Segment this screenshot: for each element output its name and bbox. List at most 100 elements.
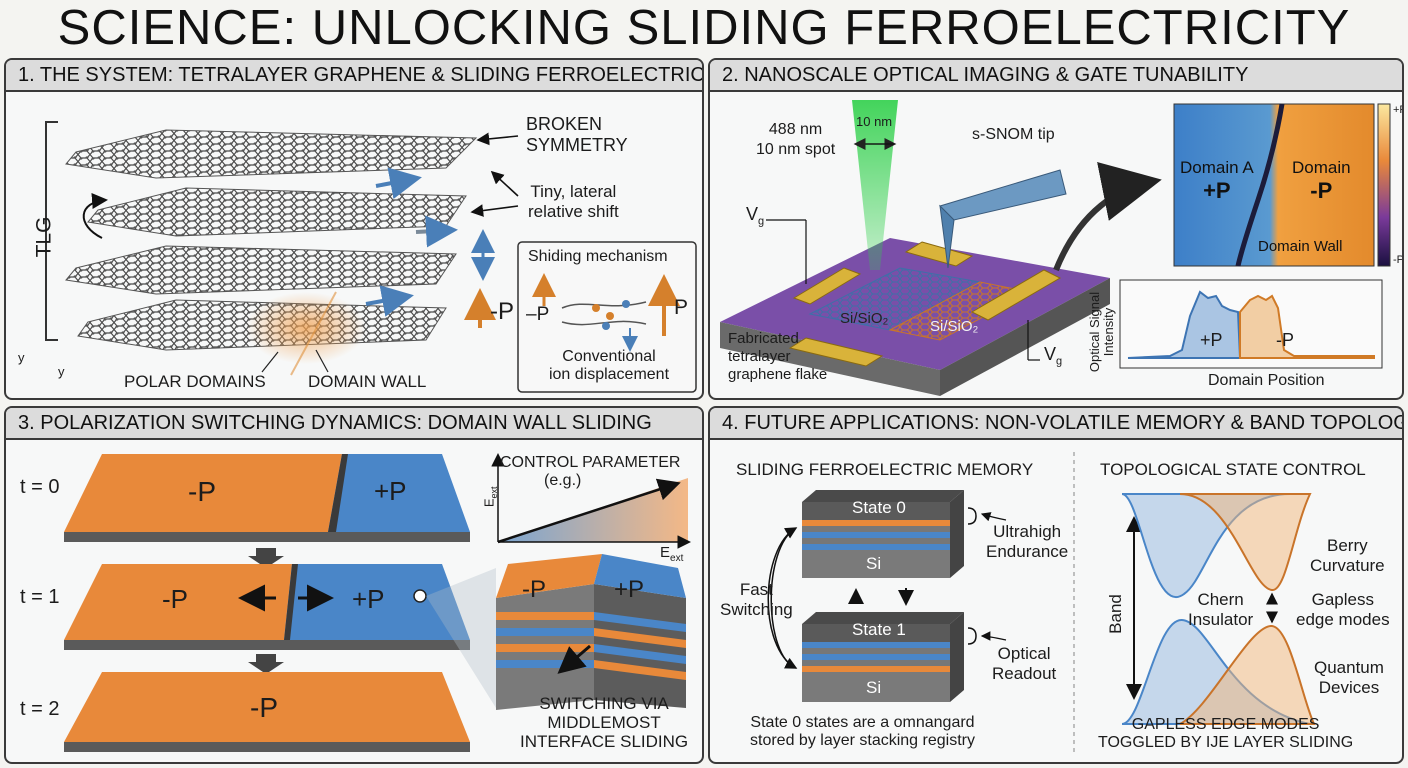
shift-arrow [415,215,458,248]
electrode [970,269,1062,321]
substrate-front [720,322,940,396]
signal-curve-minus [1239,294,1375,359]
t1-plus-label: +P [352,584,385,614]
domain-wall-map-label: Domain Wall [1258,238,1343,255]
colorbar-top-label: +P [1393,104,1402,116]
signal-plus-label: +P [1200,330,1223,350]
shift-arrow [365,285,414,317]
si-label-top: Si [866,554,882,573]
polar-domains-label: POLAR DOMAINS [124,372,266,391]
domain-wall-glow [246,292,366,364]
slab-t2 [64,672,470,742]
memory-stack-state1 [802,612,964,702]
memory-title: SLIDING FERROELECTRIC MEMORY [736,460,1034,479]
main-title: SCIENCE: UNLOCKING SLIDING FERROELECTRIC… [57,1,1351,55]
snom-tip-cantilever [939,169,1067,221]
panel-imaging: 2. NANOSCALE OPTICAL IMAGING & GATE TUNA… [708,58,1404,400]
slab-t1-minus [64,564,292,640]
panel-system: 1. THE SYSTEM: TETRALAYER GRAPHENE & SLI… [4,58,704,400]
state1-label: State 1 [852,620,906,639]
topo-title: TOPOLOGICAL STATE CONTROL [1100,460,1366,479]
domain-wall-line [1235,103,1285,267]
colorbar-bottom-label: -P [1393,254,1404,266]
tlg-label: TLG [32,216,56,258]
state0-label: State 0 [852,498,906,517]
electrode [788,337,884,367]
graphene-layer-1 [65,129,478,179]
zoom-arrow [1053,162,1162,272]
electrode [904,241,974,267]
band-lower-orange [1179,624,1316,725]
inset-p: P [674,296,689,319]
snom-device-illustration [720,100,1391,396]
t2-label: t = 2 [20,698,60,720]
t0-label: t = 0 [20,476,60,498]
tip-label: s-SNOM tip [972,126,1055,143]
panel-switching: 3. POLARIZATION SWITCHING DYNAMICS: DOMA… [4,406,704,764]
t1-label: t = 1 [20,586,60,608]
colorbar [1377,103,1391,267]
stack-plus-label: +P [614,576,645,603]
graphene-layer-3 [65,245,457,295]
inset-title: Shiding mechanism [528,248,668,265]
si-label-bottom: Si [866,678,882,697]
vg-left-label: Vg [746,204,765,228]
domain-wall-label: DOMAIN WALL [308,372,427,391]
electrode [792,267,862,305]
down-arrow [248,548,284,568]
control-parameter-label: CONTROL PARAMETER(e.g.) [500,454,681,489]
eext-y-label: Eext [481,486,500,508]
slab-t1-plus [284,564,470,640]
band-upper-orange [1179,493,1312,591]
signal-xlabel: Domain Position [1208,372,1325,389]
rotation-arrow [82,193,108,239]
substrate-side [940,278,1110,396]
vg-right-label: Vg [1044,344,1063,368]
graphene-layer-2 [87,187,467,237]
axis-label-y2: y [58,364,65,379]
inset-minus-p: –P [526,304,550,325]
graphene-stack-illustration [45,121,697,393]
memory-stack-state0 [802,490,964,578]
t2-minus-label: -P [250,692,278,723]
band-label: Band [1105,594,1125,634]
panel-2-header: 2. NANOSCALE OPTICAL IMAGING & GATE TUNA… [710,60,1402,92]
tip-size-label: 10 nm [856,114,893,129]
eext-x-label: Eext [660,544,684,564]
signal-minus-label: -P [1276,330,1294,350]
panel-3-header: 3. POLARIZATION SWITCHING DYNAMICS: DOMA… [6,408,702,440]
slab-t0-plus [328,454,470,532]
signal-curve-plus [1127,290,1242,359]
panel-1-header: 1. THE SYSTEM: TETRALAYER GRAPHENE & SLI… [6,60,702,92]
substrate-label-right: Si/SiO₂ [930,318,979,335]
tlg-bracket [45,121,58,341]
applications-illustration [767,452,1316,752]
stack-minus-label: -P [522,576,546,603]
panel-applications: 4. FUTURE APPLICATIONS: NON-VOLATILE MEM… [708,406,1404,764]
t0-minus-label: -P [188,476,216,507]
layer-stack-3d [496,554,686,710]
axis-label-y1: y [18,350,25,365]
shift-arrow [375,167,422,199]
domain-map [1173,103,1375,267]
slab-t0-minus [64,454,342,532]
t1-minus-label: -P [162,584,188,614]
switching-illustration [64,452,694,752]
t0-plus-label: +P [374,476,407,506]
